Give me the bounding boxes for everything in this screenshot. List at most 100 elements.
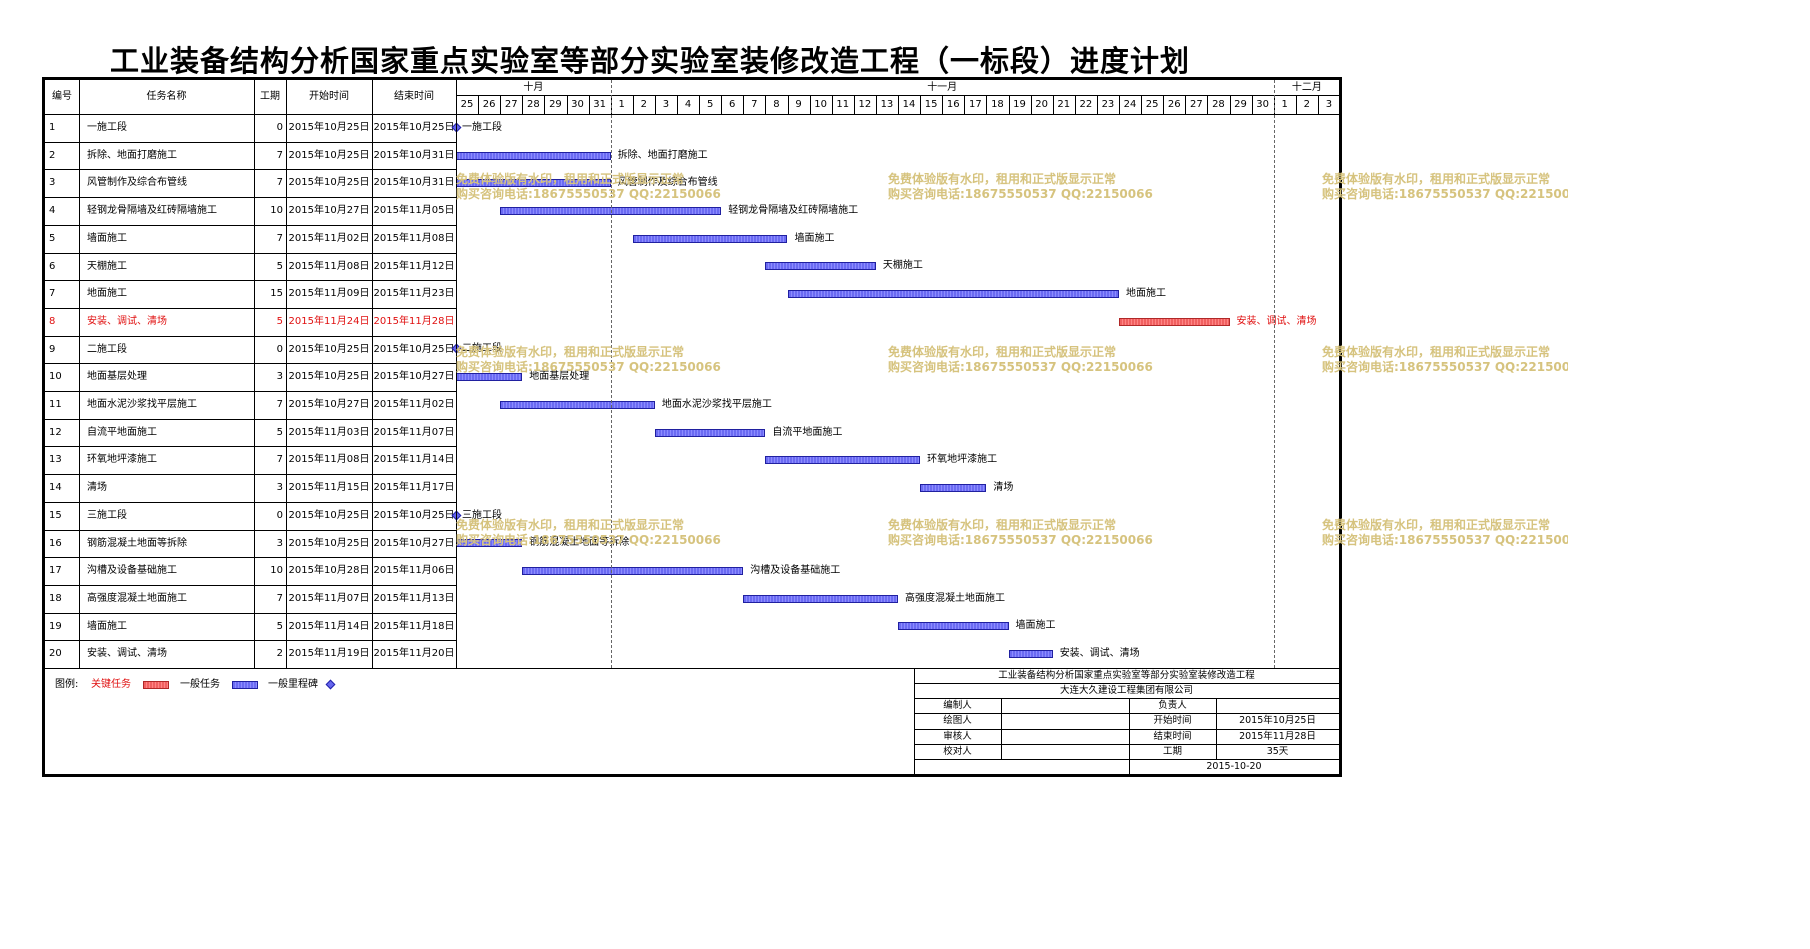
critical-task-bar[interactable] xyxy=(1119,317,1230,326)
day-label: 11 xyxy=(836,99,850,110)
task-end: 2015年11月12日 xyxy=(373,260,455,272)
row-divider xyxy=(45,612,456,614)
task-duration: 15 xyxy=(270,288,283,300)
day-divider xyxy=(721,95,723,114)
info-date: 2015-10-20 xyxy=(1206,760,1262,772)
row-divider xyxy=(45,224,456,226)
task-end: 2015年11月17日 xyxy=(373,482,455,494)
task-bar[interactable] xyxy=(765,262,876,271)
task-name: 一施工段 xyxy=(87,122,127,133)
info-end-label: 结束时间 xyxy=(1153,730,1192,742)
day-label: 7 xyxy=(751,99,758,110)
task-id: 12 xyxy=(49,426,62,438)
info-box-left xyxy=(914,668,915,774)
row-divider xyxy=(45,640,456,642)
task-end: 2015年11月08日 xyxy=(373,232,455,244)
task-end: 2015年11月02日 xyxy=(373,399,455,410)
task-start: 2015年11月15日 xyxy=(288,482,370,494)
header-divider xyxy=(45,114,1339,115)
legend-normal-swatch xyxy=(232,681,258,689)
task-name: 安装、调试、清场 xyxy=(87,648,167,660)
row-divider xyxy=(45,501,456,503)
task-id: 16 xyxy=(49,537,62,549)
day-label: 1 xyxy=(1281,99,1288,110)
task-duration: 5 xyxy=(276,426,283,438)
task-duration: 10 xyxy=(270,565,283,577)
task-bar[interactable] xyxy=(920,483,987,492)
task-name: 地面基层处理 xyxy=(87,371,147,383)
day-divider xyxy=(1096,95,1098,114)
legend-critical-label: 关键任务 xyxy=(91,679,131,690)
task-bar[interactable] xyxy=(787,290,1119,299)
day-label: 18 xyxy=(991,99,1004,110)
task-id: 9 xyxy=(49,343,56,355)
task-bar[interactable] xyxy=(500,400,655,409)
legend-title: 图例: xyxy=(55,679,79,690)
task-bar[interactable] xyxy=(898,622,1009,631)
day-label: 6 xyxy=(729,99,736,110)
task-end: 2015年11月13日 xyxy=(373,592,455,604)
day-label: 14 xyxy=(902,99,916,110)
column-header-id: 编号 xyxy=(52,91,72,102)
row-divider xyxy=(45,446,456,448)
task-bar-label: 钢筋混凝土地面等拆除 xyxy=(529,537,630,549)
column-header-start: 开始时间 xyxy=(309,91,349,102)
task-id: 20 xyxy=(49,648,62,660)
task-bar-label: 天棚施工 xyxy=(882,260,923,272)
day-divider xyxy=(765,95,767,114)
watermark-line-1: 免费体验版有水印，租用和正式版显示正常 xyxy=(1322,518,1551,532)
task-name: 沟槽及设备基础施工 xyxy=(87,565,177,577)
task-bar[interactable] xyxy=(456,151,611,160)
task-id: 13 xyxy=(49,454,62,466)
day-divider xyxy=(1251,95,1253,114)
month-label-2: 十一月 xyxy=(927,82,958,93)
task-id: 5 xyxy=(49,232,56,244)
day-divider xyxy=(875,95,877,114)
day-divider xyxy=(522,95,524,114)
task-start: 2015年11月07日 xyxy=(288,592,370,604)
day-divider xyxy=(632,95,634,114)
info-row-divider xyxy=(914,728,1339,730)
day-divider xyxy=(1295,95,1297,114)
row-divider xyxy=(45,141,456,143)
day-divider xyxy=(1185,95,1187,114)
day-divider xyxy=(1119,95,1120,114)
info-owner-label: 负责人 xyxy=(1158,700,1187,712)
day-divider xyxy=(1141,95,1143,114)
task-name: 天棚施工 xyxy=(87,260,127,272)
task-bar-label: 地面施工 xyxy=(1126,288,1166,300)
task-bar[interactable] xyxy=(522,567,744,576)
task-bar[interactable] xyxy=(456,373,523,382)
day-divider xyxy=(1030,95,1032,114)
task-bar[interactable] xyxy=(456,539,523,548)
grid-bottom-line xyxy=(45,668,1339,669)
task-id: 18 xyxy=(49,592,62,604)
task-bar[interactable] xyxy=(632,234,788,243)
watermark: 免费体验版有水印，租用和正式版显示正常购买咨询电话:18675550537 QQ… xyxy=(1322,518,1568,548)
day-divider xyxy=(743,95,745,114)
day-label: 24 xyxy=(1123,99,1137,110)
day-divider xyxy=(1317,95,1319,114)
task-end: 2015年10月31日 xyxy=(373,177,455,189)
task-bar[interactable] xyxy=(456,179,611,188)
task-bar[interactable] xyxy=(654,428,766,437)
day-divider xyxy=(1229,95,1231,114)
info-column-divider xyxy=(1129,758,1130,774)
task-bar[interactable] xyxy=(1008,650,1053,659)
task-name: 环氧地坪漆施工 xyxy=(87,454,157,466)
info-editor-value xyxy=(1001,698,1129,713)
task-bar[interactable] xyxy=(765,456,921,465)
task-start: 2015年10月25日 xyxy=(288,371,370,383)
day-label: 29 xyxy=(549,99,562,110)
task-bar-label: 二施工段 xyxy=(462,343,502,355)
day-label: 30 xyxy=(571,99,584,110)
info-row-divider xyxy=(914,683,1339,685)
day-divider xyxy=(478,95,480,114)
day-label: 1 xyxy=(618,99,625,110)
watermark: 免费体验版有水印，租用和正式版显示正常购买咨询电话:18675550537 QQ… xyxy=(1322,345,1568,375)
task-bar[interactable] xyxy=(743,594,898,603)
day-label: 27 xyxy=(1189,99,1203,110)
day-label: 2 xyxy=(1303,99,1311,110)
month-label-3: 十二月 xyxy=(1291,82,1322,93)
